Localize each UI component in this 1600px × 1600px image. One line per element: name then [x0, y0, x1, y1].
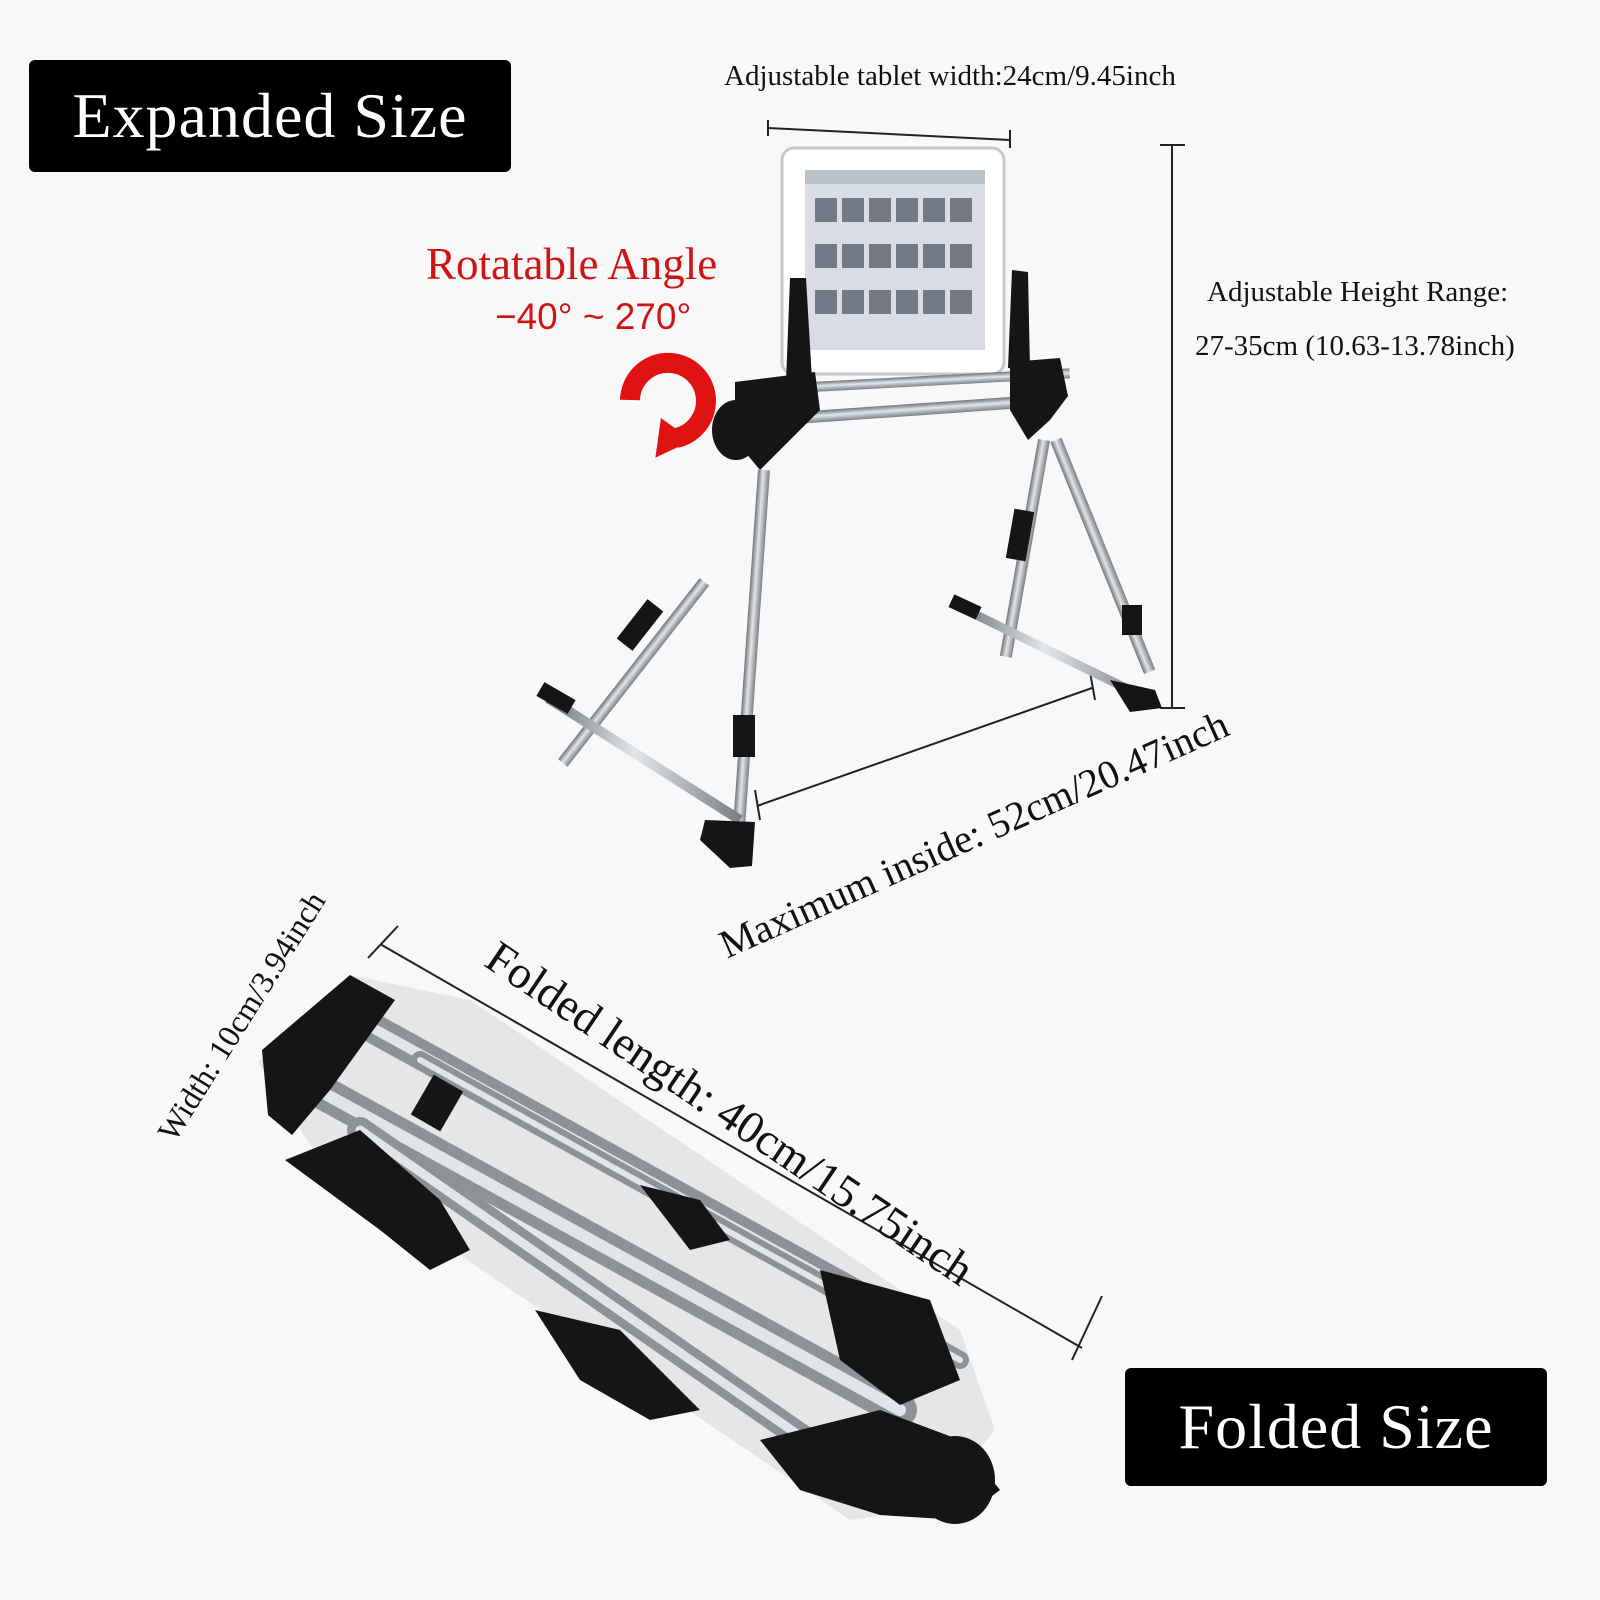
folded-size-badge: Folded Size [1125, 1368, 1547, 1486]
dimension-lines [367, 120, 1185, 1361]
expanded-size-badge: Expanded Size [29, 60, 511, 172]
expanded-size-label: Expanded Size [72, 80, 468, 151]
rotatable-angle-range: −40° ~ 270° [495, 296, 692, 337]
expanded-stand [536, 146, 1162, 868]
rotate-arrow-icon [620, 352, 716, 458]
tablet-width-label: Adjustable tablet width:24cm/9.45inch [724, 60, 1176, 92]
folded-size-label: Folded Size [1178, 1391, 1494, 1462]
height-range-value: 27-35cm (10.63-13.78inch) [1195, 330, 1515, 362]
album-grid [815, 198, 972, 314]
folded-stand [258, 975, 1000, 1524]
height-range-title: Adjustable Height Range: [1207, 276, 1509, 308]
rotatable-angle-title: Rotatable Angle [426, 239, 718, 289]
